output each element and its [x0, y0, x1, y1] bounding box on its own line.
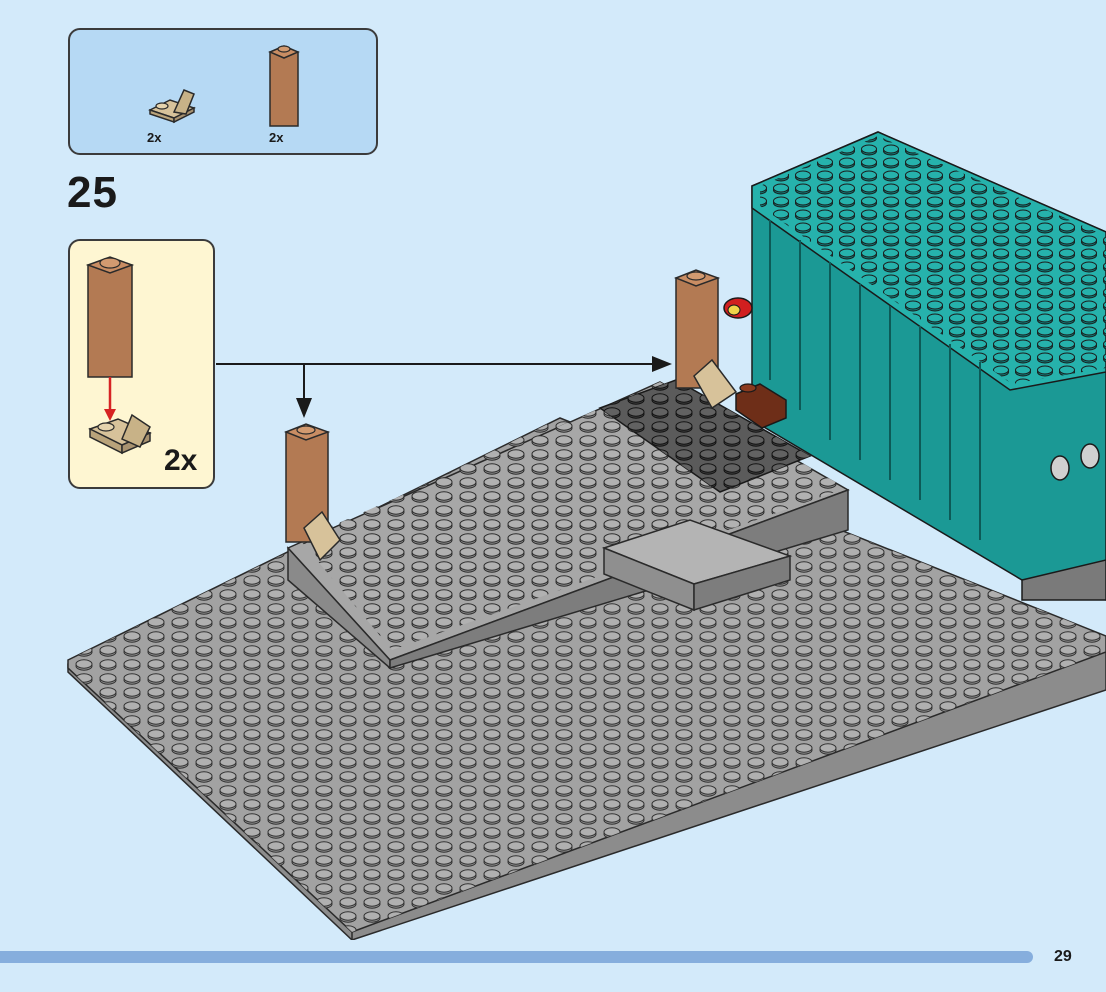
red-part: [724, 298, 752, 318]
placed-brick-right: [676, 270, 736, 408]
page-number: 29: [1054, 948, 1072, 966]
footer-bar: [0, 951, 1033, 963]
placed-brick-left: [286, 424, 340, 560]
build-scene: [0, 0, 1106, 940]
